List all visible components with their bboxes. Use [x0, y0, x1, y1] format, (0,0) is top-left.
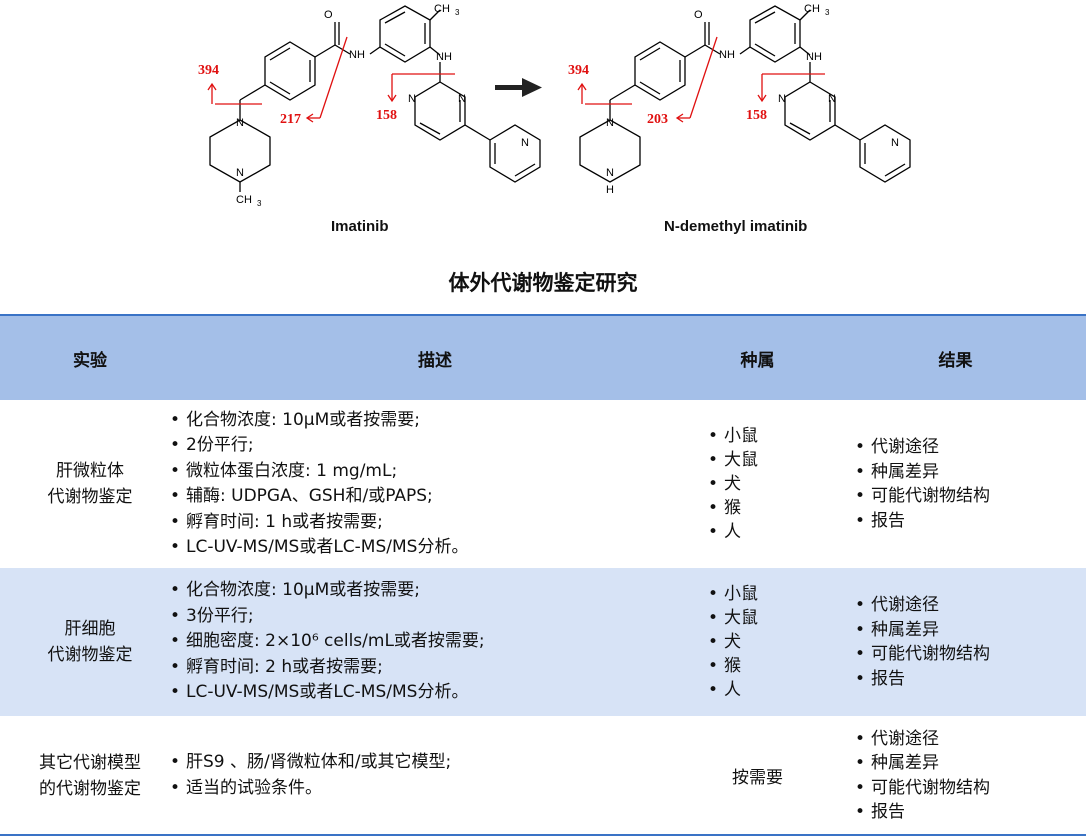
svg-text:3: 3	[455, 8, 460, 17]
list-item: 人	[708, 678, 825, 702]
table-row: 肝细胞 代谢物鉴定 化合物浓度: 10μM或者按需要; 3份平行; 细胞密度: …	[0, 568, 1086, 717]
list-item: 猴	[708, 496, 825, 520]
fragmentation-marks-left	[207, 36, 455, 123]
list-item: 大鼠	[708, 606, 825, 630]
list-item: 可能代谢物结构	[855, 484, 1086, 509]
list-item: 种属差异	[855, 618, 1086, 643]
list-item: 化合物浓度: 10μM或者按需要;	[170, 408, 690, 434]
results-cell: 代谢途径 种属差异 可能代谢物结构 报告	[825, 400, 1086, 568]
fragment-158-left: 158	[376, 108, 397, 123]
oxygen-atom-left: O	[324, 9, 333, 21]
list-item: LC-UV-MS/MS或者LC-MS/MS分析。	[170, 680, 690, 706]
list-item: 可能代谢物结构	[855, 776, 1086, 801]
list-item: 报告	[855, 509, 1086, 534]
svg-text:3: 3	[257, 199, 262, 208]
caption-n-demethyl-imatinib: N-demethyl imatinib	[664, 218, 808, 235]
list-item: 小鼠	[708, 424, 825, 448]
list-item: 辅酶: UDPGA、GSH和/或PAPS;	[170, 484, 690, 510]
svg-text:NH: NH	[806, 51, 822, 63]
results-cell: 代谢途径 种属差异 可能代谢物结构 报告	[825, 568, 1086, 717]
list-item: 代谢途径	[855, 593, 1086, 618]
svg-text:3: 3	[825, 8, 830, 17]
list-item: 犬	[708, 472, 825, 496]
svg-text:N: N	[891, 137, 899, 149]
list-item: 报告	[855, 667, 1086, 692]
experiment-cell: 其它代谢模型 的代谢物鉴定	[0, 716, 180, 835]
experiment-cell: 肝微粒体 代谢物鉴定	[0, 400, 180, 568]
list-item: 化合物浓度: 10μM或者按需要;	[170, 578, 690, 604]
list-item: 代谢途径	[855, 435, 1086, 460]
svg-text:O: O	[694, 9, 703, 21]
fragment-203: 203	[647, 112, 668, 127]
list-item: 代谢途径	[855, 727, 1086, 752]
fragment-158-right: 158	[746, 108, 767, 123]
page-title: 体外代谢物鉴定研究	[448, 271, 638, 295]
header-species: 种属	[690, 315, 825, 400]
list-item: 大鼠	[708, 448, 825, 472]
reaction-arrow	[495, 78, 542, 97]
svg-text:N: N	[521, 137, 529, 149]
imatinib-metabolism-figure: O NH CH 3 NH N N CH 3 N N N 394 217 158	[0, 0, 1086, 250]
svg-text:N: N	[408, 93, 416, 105]
list-item: LC-UV-MS/MS或者LC-MS/MS分析。	[170, 535, 690, 561]
results-cell: 代谢途径 种属差异 可能代谢物结构 报告	[825, 716, 1086, 835]
svg-text:CH: CH	[236, 194, 252, 206]
list-item: 微粒体蛋白浓度: 1 mg/mL;	[170, 459, 690, 485]
table-row: 其它代谢模型 的代谢物鉴定 肝S9 、肠/肾微粒体和/或其它模型; 适当的试验条…	[0, 716, 1086, 835]
header-results: 结果	[825, 315, 1086, 400]
header-description: 描述	[180, 315, 690, 400]
svg-text:N: N	[458, 93, 466, 105]
n-demethyl-imatinib-structure	[579, 5, 911, 183]
svg-text:N: N	[606, 117, 614, 129]
svg-text:H: H	[606, 184, 614, 196]
list-item: 肝S9 、肠/肾微粒体和/或其它模型;	[170, 750, 690, 776]
description-cell: 肝S9 、肠/肾微粒体和/或其它模型; 适当的试验条件。	[170, 716, 690, 835]
list-item: 小鼠	[708, 582, 825, 606]
amine-nh-left: NH	[436, 51, 452, 63]
svg-text:N: N	[236, 117, 244, 129]
species-cell: 小鼠 大鼠 犬 猴 人	[690, 568, 825, 717]
fragmentation-marks-right	[577, 36, 825, 123]
svg-text:N: N	[828, 93, 836, 105]
list-item: 种属差异	[855, 751, 1086, 776]
list-item: 细胞密度: 2×10⁶ cells/mL或者按需要;	[170, 629, 690, 655]
svg-text:N: N	[778, 93, 786, 105]
description-cell: 化合物浓度: 10μM或者按需要; 2份平行; 微粒体蛋白浓度: 1 mg/mL…	[170, 400, 690, 568]
fragment-394-right: 394	[568, 63, 589, 78]
list-item: 犬	[708, 630, 825, 654]
species-cell: 小鼠 大鼠 犬 猴 人	[690, 400, 825, 568]
svg-text:N: N	[236, 167, 244, 179]
list-item: 人	[708, 520, 825, 544]
caption-imatinib: Imatinib	[331, 218, 389, 235]
svg-text:NH: NH	[719, 49, 735, 61]
table-header-row: 实验 描述 种属 结果	[0, 315, 1086, 400]
species-cell: 按需要	[690, 716, 825, 835]
fragment-394-left: 394	[198, 63, 219, 78]
fragment-217: 217	[280, 112, 301, 127]
methyl-left: CH	[434, 3, 450, 15]
svg-text:CH: CH	[804, 3, 820, 15]
list-item: 孵育时间: 1 h或者按需要;	[170, 510, 690, 536]
metabolite-id-table: 实验 描述 种属 结果 肝微粒体 代谢物鉴定 化合物浓度: 10μM或者按需要;…	[0, 314, 1086, 836]
list-item: 报告	[855, 800, 1086, 825]
experiment-cell: 肝细胞 代谢物鉴定	[0, 568, 180, 717]
table-row: 肝微粒体 代谢物鉴定 化合物浓度: 10μM或者按需要; 2份平行; 微粒体蛋白…	[0, 400, 1086, 568]
amide-nh-left: NH	[349, 49, 365, 61]
list-item: 3份平行;	[170, 604, 690, 630]
svg-text:N: N	[606, 167, 614, 179]
list-item: 种属差异	[855, 460, 1086, 485]
list-item: 可能代谢物结构	[855, 642, 1086, 667]
list-item: 猴	[708, 654, 825, 678]
description-cell: 化合物浓度: 10μM或者按需要; 3份平行; 细胞密度: 2×10⁶ cell…	[170, 568, 690, 717]
list-item: 2份平行;	[170, 433, 690, 459]
list-item: 孵育时间: 2 h或者按需要;	[170, 655, 690, 681]
list-item: 适当的试验条件。	[170, 776, 690, 802]
header-experiment: 实验	[0, 315, 180, 400]
imatinib-structure	[209, 5, 541, 192]
